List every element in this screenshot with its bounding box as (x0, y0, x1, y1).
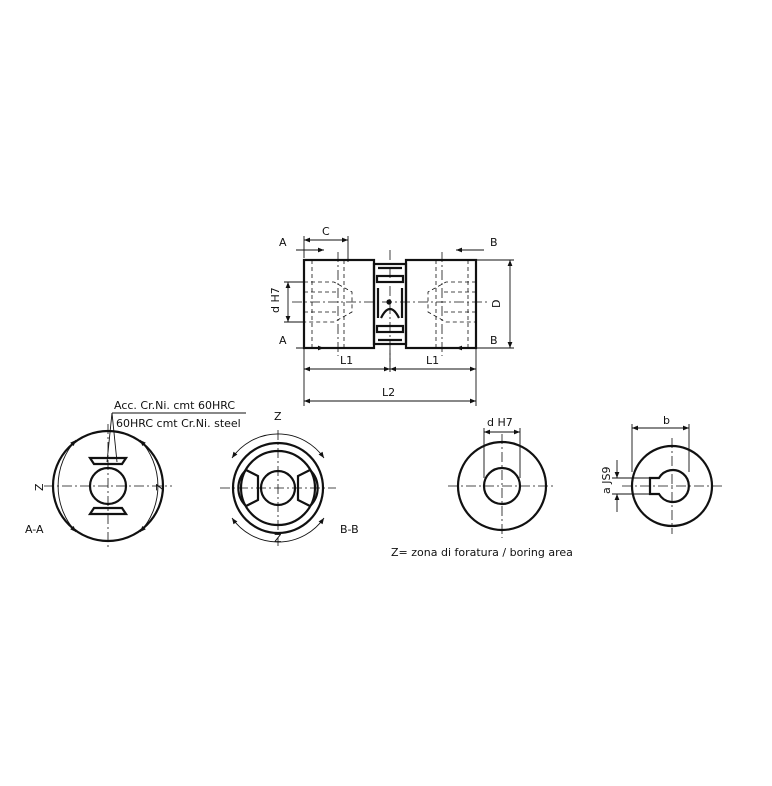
z-bb-top-label: Z (274, 410, 282, 423)
dim-d-outer-label: D (490, 300, 503, 308)
section-a-top-label: A (279, 236, 287, 249)
dim-d-h7-side-label: d H7 (269, 287, 282, 313)
section-bb-label: B-B (340, 523, 359, 536)
dim-l1-right-label: L1 (426, 354, 439, 367)
z-aa-left-label: Z (33, 483, 46, 491)
dim-b-label: b (663, 414, 670, 427)
section-a-a-view: Z Z A-A (25, 424, 172, 548)
section-b-b-view: Z Z B-B (220, 410, 359, 546)
side-view: A A B B C d H7 D L1 L1 L2 (269, 225, 514, 406)
material-en-label: 60HRC cmt Cr.Ni. steel (116, 417, 241, 430)
plain-bore-view: d H7 (448, 416, 556, 538)
boring-area-note: Z= zona di foratura / boring area (391, 546, 573, 559)
section-aa-label: A-A (25, 523, 44, 536)
section-b-bottom-label: B (490, 334, 498, 347)
left-hub (302, 258, 376, 350)
dim-c-label: C (322, 225, 330, 238)
z-bb-bottom-label: Z (274, 532, 282, 545)
keyed-bore-view: b a JS9 (600, 414, 722, 534)
z-aa-right-label: Z (154, 483, 167, 491)
dim-d-h7-bore-label: d H7 (487, 416, 513, 429)
section-b-top-label: B (490, 236, 498, 249)
right-hub (404, 258, 478, 350)
material-callout: Acc. Cr.Ni. cmt 60HRC 60HRC cmt Cr.Ni. s… (106, 399, 246, 463)
section-a-bottom-label: A (279, 334, 287, 347)
dim-a-js9-label: a JS9 (600, 467, 613, 494)
dim-l2-label: L2 (382, 386, 395, 399)
material-it-label: Acc. Cr.Ni. cmt 60HRC (114, 399, 235, 412)
dim-l1-left-label: L1 (340, 354, 353, 367)
